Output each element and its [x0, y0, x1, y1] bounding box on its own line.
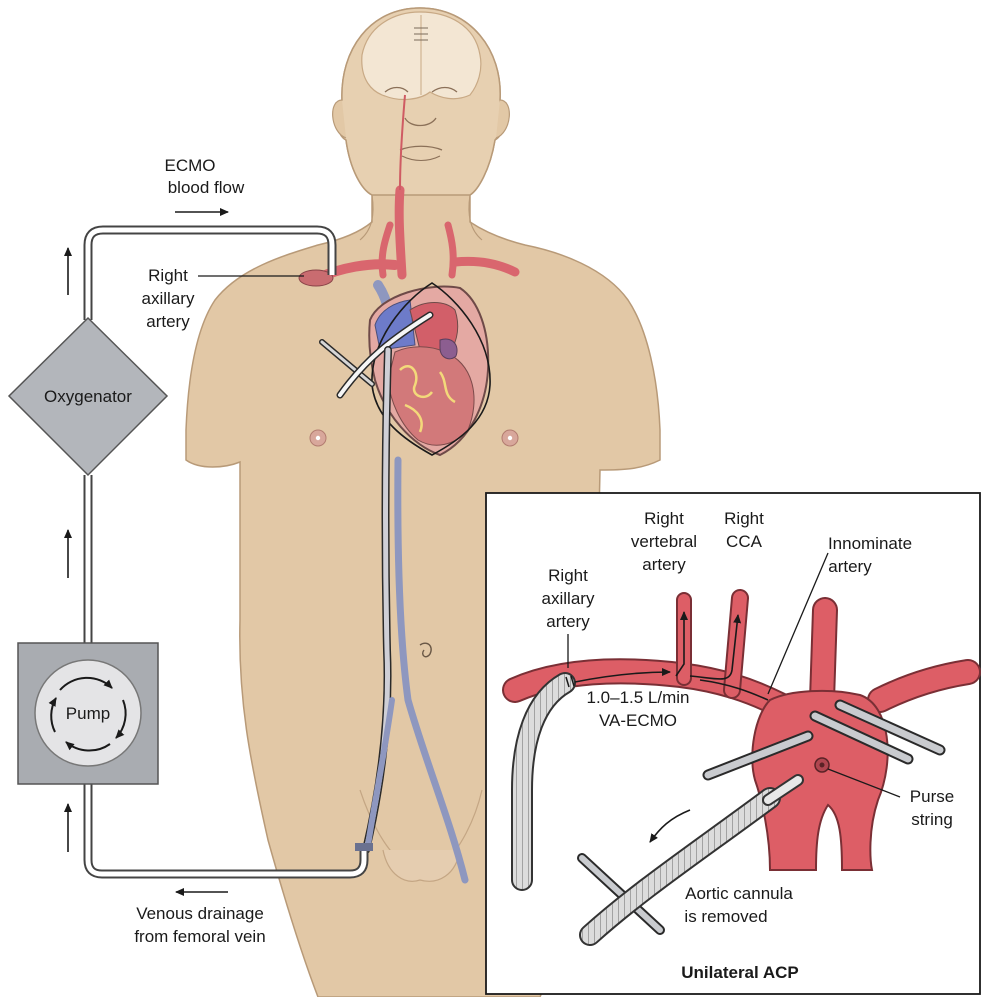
- inset-axillary-line3: artery: [546, 612, 590, 631]
- oxygenator-label: Oxygenator: [44, 387, 132, 406]
- inset-cca-line2: CCA: [726, 532, 763, 551]
- inset-purse-line2: string: [911, 810, 953, 829]
- inset-innominate-line1: Innominate: [828, 534, 912, 553]
- inset-flow-line1: 1.0–1.5 L/min: [586, 688, 689, 707]
- inset-axillary-line1: Right: [548, 566, 588, 585]
- ecmo-label-line2: blood flow: [168, 178, 245, 197]
- pump-label: Pump: [66, 704, 110, 723]
- inset-cannula-line1: Aortic cannula: [685, 884, 793, 903]
- pump: Pump: [18, 643, 158, 784]
- inset-vertebral-line2: vertebral: [631, 532, 697, 551]
- inset-purse-line1: Purse: [910, 787, 954, 806]
- axillary-label-line2: axillary: [142, 289, 195, 308]
- venous-label-line1: Venous drainage: [136, 904, 264, 923]
- oxygenator: Oxygenator: [9, 318, 167, 475]
- inset-cannula-line2: is removed: [684, 907, 767, 926]
- axillary-label-line1: Right: [148, 266, 188, 285]
- venous-label-line2: from femoral vein: [134, 927, 265, 946]
- inset-cca-line1: Right: [724, 509, 764, 528]
- axillary-label-line3: artery: [146, 312, 190, 331]
- inset-axillary-line2: axillary: [542, 589, 595, 608]
- inset-panel: Right axillary artery Right vertebral ar…: [486, 493, 980, 994]
- ecmo-label-line1: ECMO: [165, 156, 216, 175]
- inset-title: Unilateral ACP: [681, 963, 798, 982]
- inset-vertebral-line1: Right: [644, 509, 684, 528]
- inset-vertebral-line3: artery: [642, 555, 686, 574]
- inset-flow-line2: VA-ECMO: [599, 711, 677, 730]
- inset-innominate-line2: artery: [828, 557, 872, 576]
